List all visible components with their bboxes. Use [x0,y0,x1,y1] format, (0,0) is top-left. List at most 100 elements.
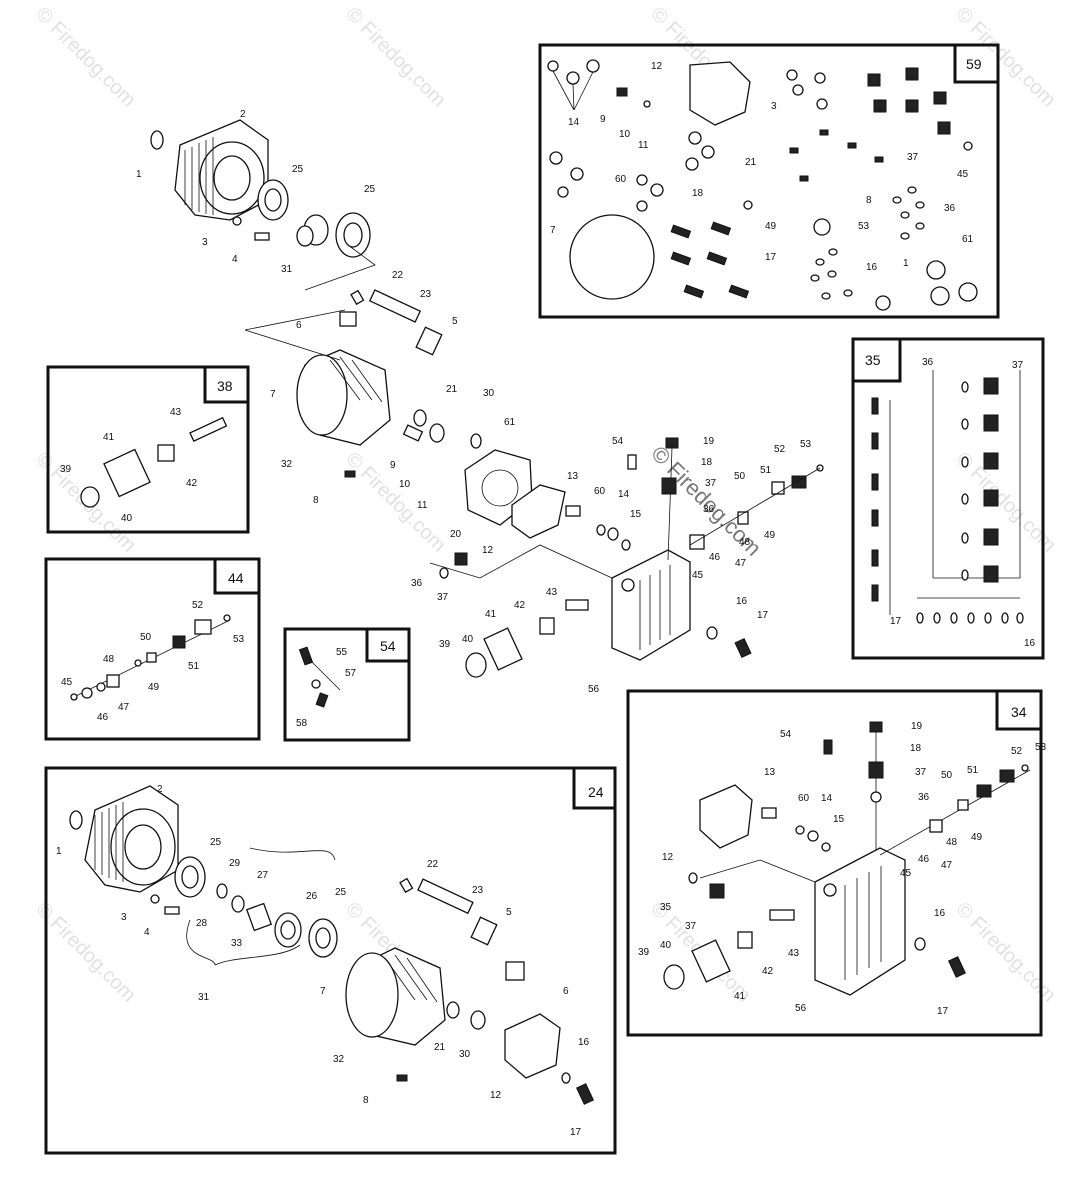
callout-label: 39 [439,639,451,650]
spring-part [470,916,498,946]
o-ring-part [607,527,619,541]
piston-rod-part [368,289,422,323]
pump-case-part [296,349,391,446]
o-ring-set-part [892,186,925,240]
callout-label: 61 [962,234,974,245]
piston-rod-part [417,878,474,915]
gasket-part [689,61,751,126]
o-ring-part [150,130,164,150]
callout-label: 12 [482,545,494,556]
callout-label: 43 [546,587,558,598]
box-number: 34 [1011,704,1027,720]
callout-label: 39 [60,464,72,475]
callout-label: 12 [490,1090,502,1101]
callout-label: 13 [567,471,579,482]
callout-label: 4 [232,254,238,265]
callout-label: 16 [578,1037,590,1048]
callout-label: 21 [434,1042,446,1053]
callout-label: 19 [911,721,923,732]
callout-label: 53 [233,634,245,645]
callout-label: 17 [570,1127,582,1138]
spring-part [415,326,443,356]
o-ring-large-part [569,214,655,300]
callout-label: 8 [363,1095,369,1106]
o-ring-part [807,830,819,842]
callout-label: 25 [210,837,222,848]
callout-label: 50 [941,770,953,781]
gasket-part [504,1013,561,1079]
watermark-text: © Firedog.com [31,3,140,112]
fitting-part [565,505,581,517]
watermark-text: © Firedog.com [341,3,450,112]
stem-part [189,416,228,443]
kit-box-38: 38 43 41 42 39 40 [46,365,250,534]
callout-label: 32 [281,459,293,470]
callout-label: 5 [506,907,512,918]
callout-label: 51 [188,661,200,672]
o-ring-part [561,1072,571,1084]
seal-part [709,883,725,899]
valve-assembly-part [689,464,824,550]
o-ring-set-part [636,174,664,212]
seal-part [999,769,1015,783]
gasket-part [699,784,753,849]
bracket-line [186,847,336,966]
cap-part [869,721,883,733]
callout-label: 36 [944,203,956,214]
callout-label: 43 [788,948,800,959]
o-ring-set-part [547,59,600,111]
bolt-part [948,956,966,978]
callout-label: 11 [638,140,649,151]
o-ring-part [706,626,718,640]
bolt-set-part [670,221,750,299]
washer-part [470,433,482,449]
callout-label: 41 [485,609,497,620]
watermark-text: © Firedog.com [341,448,450,557]
callout-label: 51 [967,765,979,776]
seal-part [231,895,245,913]
kit-box-44: 44 52 53 50 51 48 49 45 46 47 [44,557,261,741]
fitting-part [761,807,777,819]
bolt-part [576,1083,594,1105]
callout-label: 48 [739,537,751,548]
kit-box-24: 24 [44,766,617,1155]
callout-label: 47 [941,860,953,871]
bolt-part [734,637,752,659]
callout-label: 47 [735,558,747,569]
callout-label: 52 [1011,746,1023,757]
inlet-assembly-part [465,599,589,678]
callout-label: 2 [157,784,163,795]
callout-label: 37 [907,152,919,163]
callout-label: 45 [900,868,912,879]
callout-label: 23 [472,885,484,896]
callout-label: 17 [890,616,902,627]
dipstick-part [254,232,270,241]
fitting-part [823,739,833,755]
callout-label: 49 [764,530,776,541]
plug-part [232,216,242,226]
o-ring-part [1021,764,1029,772]
callout-label: 50 [140,632,152,643]
o-ring-part [963,141,973,151]
crankcase-part [84,785,179,893]
callout-label: 36 [922,357,934,368]
callout-label: 12 [651,61,663,72]
o-ring-part [439,567,449,579]
callout-label: 57 [345,668,357,679]
callout-label: 6 [296,320,302,331]
bearing-part [335,212,371,258]
callout-label: 47 [118,702,130,713]
callout-label: 60 [594,486,606,497]
callout-label: 37 [705,478,717,489]
callout-label: 15 [833,814,845,825]
o-ring-part [914,937,926,951]
callout-label: 1 [903,258,909,269]
leader-line [699,859,816,883]
seal-part [454,552,468,566]
valve-assembly-part [70,614,231,701]
callout-label: 53 [1035,742,1047,753]
callout-label: 46 [709,552,721,563]
hub-part [245,902,273,932]
callout-label: 26 [306,891,318,902]
